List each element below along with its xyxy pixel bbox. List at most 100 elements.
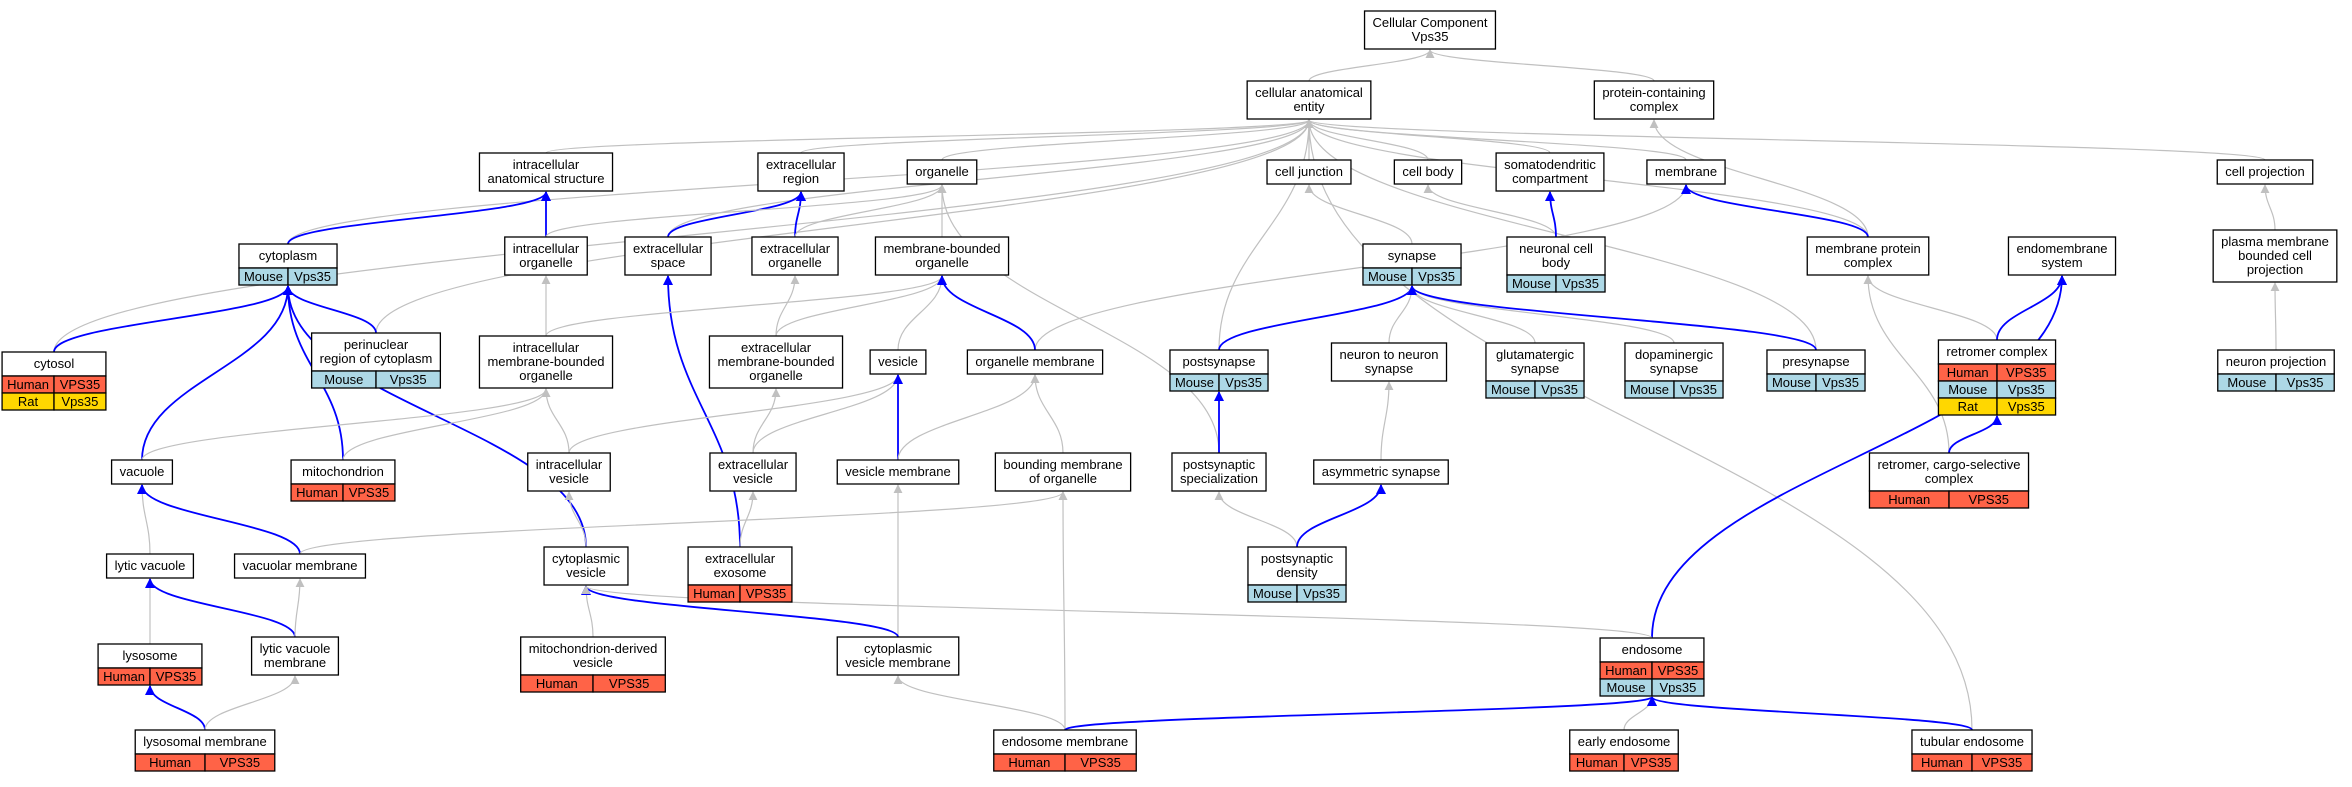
term-label: lysosome	[123, 648, 178, 663]
go-term-vesmem[interactable]: vesicle membrane	[836, 459, 960, 485]
species-label: Rat	[18, 394, 39, 409]
gene-label: Vps35	[2287, 375, 2324, 390]
gene-label: Vps35	[1660, 680, 1697, 695]
term-label: intracellular	[536, 457, 603, 472]
go-term-vacmem[interactable]: vacuolar membrane	[233, 553, 367, 579]
go-term-celljunction[interactable]: cell junction	[1266, 159, 1352, 185]
term-label: vacuole	[120, 464, 165, 479]
term-label: compartment	[1512, 171, 1588, 186]
gene-cell	[1534, 380, 1585, 399]
term-label: early endosome	[1578, 734, 1671, 749]
gene-label: VPS35	[609, 676, 649, 691]
species-label: Human	[1888, 492, 1930, 507]
term-label: lytic vacuole	[260, 641, 331, 656]
part-of-edge-lysmem-to-lysosome	[145, 685, 206, 731]
go-term-orgmem[interactable]: organelle membrane	[966, 349, 1104, 375]
species-label: Mouse	[1607, 680, 1646, 695]
term-label: body	[1542, 255, 1571, 270]
gene-cell	[1218, 373, 1269, 392]
term-box	[1171, 452, 1267, 492]
term-label: vesicle	[733, 471, 773, 486]
term-label: organelle	[768, 255, 822, 270]
term-label: plasma membrane	[2221, 234, 2329, 249]
term-label: synapse	[1650, 361, 1698, 376]
species-label: Mouse	[1512, 276, 1551, 291]
gene-cell	[53, 392, 107, 411]
go-term-organelle[interactable]: organelle	[906, 159, 978, 185]
go-term-lytvac[interactable]: lytic vacuole	[105, 553, 195, 579]
go-term-cellproj[interactable]: cell projection	[2216, 159, 2314, 185]
term-box	[1169, 349, 1269, 375]
go-term-membrane[interactable]: membrane	[1646, 159, 1726, 185]
species-label: Mouse	[244, 269, 283, 284]
species-label: Mouse	[1368, 269, 1407, 284]
gene-label: Vps35	[1680, 382, 1717, 397]
term-box	[110, 459, 174, 485]
go-term-vesicle[interactable]: vesicle	[869, 349, 927, 375]
term-label: postsynapse	[1183, 354, 1256, 369]
term-box	[836, 636, 960, 676]
term-label: postsynaptic	[1183, 457, 1256, 472]
gene-label: Vps35	[1303, 586, 1340, 601]
term-label: cytoplasm	[259, 248, 318, 263]
is-a-edge-bmo-to-orgmem	[1030, 374, 1064, 454]
term-label: extracellular	[766, 157, 837, 172]
is-a-edge-mito-to-imbo	[342, 388, 551, 461]
gene-label: Vps35	[2008, 382, 2045, 397]
go-term-asym[interactable]: asymmetric synapse	[1313, 459, 1449, 485]
species-label: Human	[296, 485, 338, 500]
gene-label: VPS35	[60, 377, 100, 392]
species-label: Human	[693, 586, 735, 601]
is-a-edge-psd-to-postspec	[1214, 491, 1298, 548]
gene-cell	[1623, 753, 1679, 772]
gene-label: VPS35	[2006, 365, 2046, 380]
go-term-cellbody[interactable]: cell body	[1393, 159, 1463, 185]
go-term-vacuole[interactable]: vacuole	[110, 459, 174, 485]
